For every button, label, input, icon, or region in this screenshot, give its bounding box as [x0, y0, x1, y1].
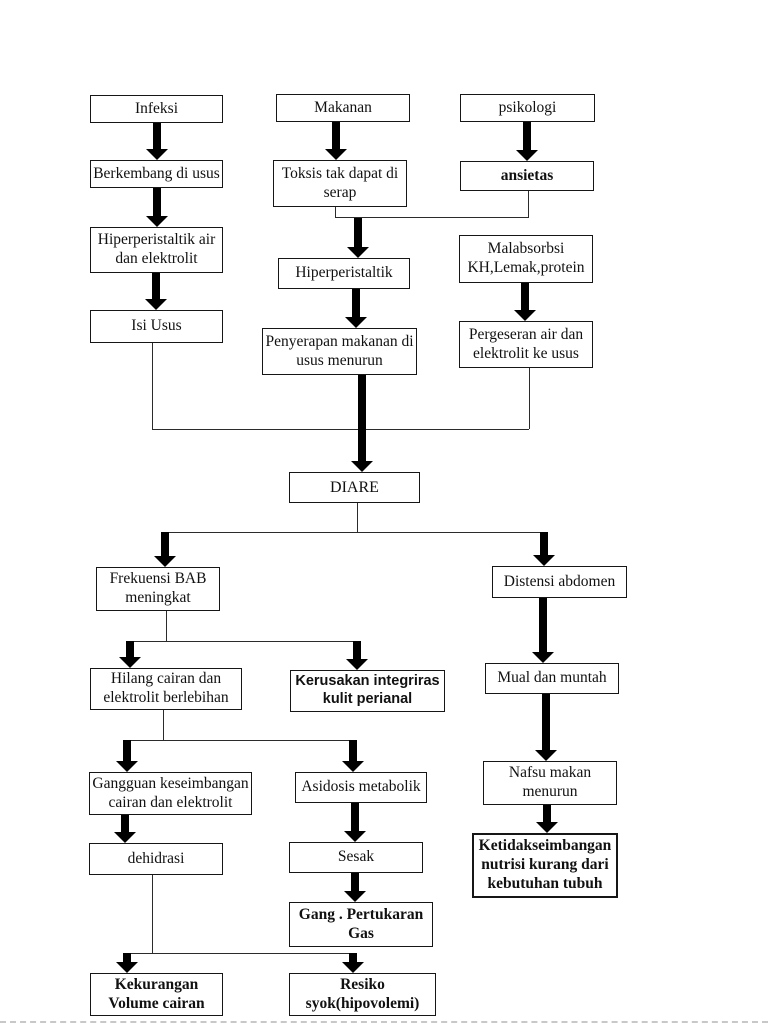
arrow-malabsorbsi-to-pergeseran — [514, 283, 536, 321]
connector-diare-split — [165, 532, 544, 533]
node-malabsorbsi: Malabsorbsi KH,Lemak,protein — [459, 235, 593, 283]
node-diare: DIARE — [289, 472, 420, 503]
arrow-split-to-hilang — [119, 641, 141, 668]
node-sesak: Sesak — [289, 842, 423, 873]
arrow-psikologi-to-ansietas — [516, 122, 538, 161]
connector-hilang-split — [127, 740, 353, 741]
node-toksis-tak-dapat-diserap: Toksis tak dapat di serap — [273, 160, 407, 207]
node-hiperperistaltik-air-elektrolit: Hiperperistaltik air dan elektrolit — [90, 227, 223, 273]
connector-isi-usus-down — [152, 343, 153, 429]
arrow-berkembang-to-hiperperistaltik-air — [146, 188, 168, 227]
node-nafsu-makan-menurun: Nafsu makan menurun — [483, 761, 617, 805]
arrow-split-to-frekuensi — [154, 532, 176, 567]
node-psikologi: psikologi — [460, 94, 595, 122]
node-resiko-syok-hipovolemi: Resiko syok(hipovolemi) — [289, 973, 436, 1016]
connector-dehidrasi-down — [152, 875, 153, 953]
connector-pergeseran-down — [529, 368, 530, 429]
node-berkembang-di-usus: Berkembang di usus — [90, 160, 223, 188]
arrow-split-to-kerusakan — [346, 641, 368, 670]
connector-frekuensi-split — [130, 641, 357, 642]
arrow-penyerapan-to-diare — [351, 375, 373, 472]
arrow-distensi-to-mual — [532, 598, 554, 663]
node-pergeseran-air-elektrolit: Pergeseran air dan elektrolit ke usus — [459, 321, 593, 368]
arrow-makanan-to-toksis — [325, 122, 347, 160]
connector-diare-down — [357, 503, 358, 532]
arrow-split-to-asidosis — [342, 740, 364, 772]
arrow-sesak-to-gang-gas — [344, 873, 366, 902]
arrow-infeksi-to-berkembang — [146, 123, 168, 160]
node-hiperperistaltik: Hiperperistaltik — [278, 258, 410, 289]
node-asidosis-metabolik: Asidosis metabolik — [295, 772, 427, 803]
node-infeksi: Infeksi — [90, 95, 223, 123]
node-ketidakseimbangan-nutrisi: Ketidakseimbangan nutrisi kurang dari ke… — [472, 833, 618, 898]
arrow-nafsu-to-ketidakseimbangan — [536, 805, 558, 833]
connector-dehidrasi-split — [127, 953, 353, 954]
node-isi-usus: Isi Usus — [90, 310, 223, 343]
node-frekuensi-bab-meningkat: Frekuensi BAB meningkat — [96, 567, 220, 611]
arrow-split-to-distensi — [533, 532, 555, 566]
node-dehidrasi: dehidrasi — [89, 843, 223, 875]
connector-toksis-stub — [335, 207, 336, 218]
arrow-hiperperistaltik-air-to-isi-usus — [145, 273, 167, 310]
arrow-split-to-resiko — [342, 953, 364, 973]
arrow-mual-to-nafsu — [535, 694, 557, 761]
node-mual-dan-muntah: Mual dan muntah — [485, 663, 619, 694]
connector-toksis-ansietas-join — [335, 217, 529, 218]
node-ansietas: ansietas — [460, 161, 594, 191]
connector-convergence-to-diare — [152, 429, 529, 430]
node-distensi-abdomen: Distensi abdomen — [492, 566, 627, 598]
connector-ansietas-stub — [528, 191, 529, 218]
node-kekurangan-volume-cairan: Kekurangan Volume cairan — [90, 973, 223, 1016]
node-penyerapan-makanan-menurun: Penyerapan makanan di usus menurun — [262, 328, 417, 375]
arrow-split-to-kekurangan — [116, 953, 138, 973]
node-hilang-cairan-elektrolit: Hilang cairan dan elektrolit berlebihan — [90, 668, 242, 710]
arrow-gangguan-to-dehidrasi — [114, 815, 136, 843]
arrow-asidosis-to-sesak — [344, 803, 366, 842]
arrow-join-to-hiperperistaltik — [347, 218, 369, 258]
arrow-split-to-gangguan — [116, 740, 138, 772]
connector-hilang-down — [163, 710, 164, 740]
page-break-divider — [0, 1021, 768, 1023]
node-gangguan-keseimbangan-cairan: Gangguan keseimbangan cairan dan elektro… — [89, 772, 252, 815]
node-makanan: Makanan — [276, 94, 410, 122]
arrow-hiperperistaltik-to-penyerapan — [345, 289, 367, 328]
node-kerusakan-integritas-kulit: Kerusakan integriras kulit perianal — [290, 670, 445, 712]
node-gangguan-pertukaran-gas: Gang . Pertukaran Gas — [289, 902, 433, 947]
connector-frekuensi-down — [166, 611, 167, 641]
